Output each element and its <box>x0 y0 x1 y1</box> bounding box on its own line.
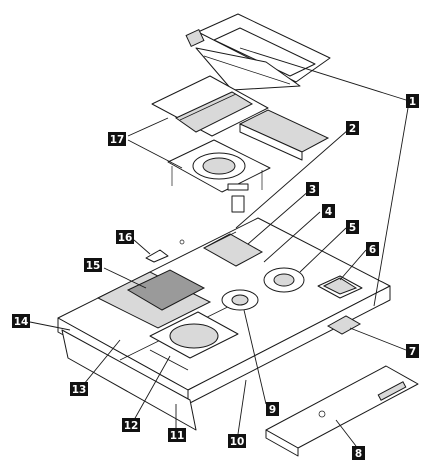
callout-7-label: 7 <box>409 346 416 358</box>
heat-plate-part <box>238 109 330 161</box>
callout-12-label: 12 <box>124 420 139 432</box>
callout-2: 2 <box>346 121 359 135</box>
heatsink-upper-part <box>151 75 269 137</box>
cpu-fan-part <box>221 289 259 311</box>
callout-17-label: 17 <box>110 134 125 146</box>
callout-13: 13 <box>70 382 88 396</box>
screw-part <box>145 239 185 263</box>
callout-3-label: 3 <box>309 184 316 196</box>
callout-1-label: 1 <box>409 96 416 108</box>
callout-16-label: 16 <box>118 232 133 244</box>
callout-3: 3 <box>306 182 319 196</box>
module-part <box>317 275 363 299</box>
callout-2-label: 2 <box>349 123 356 135</box>
callout-8: 8 <box>352 446 365 460</box>
hard-drive-part <box>149 311 239 371</box>
callout-6-label: 6 <box>369 244 376 256</box>
callout-9-label: 9 <box>269 404 276 416</box>
connector-part <box>326 315 362 335</box>
callout-5-label: 5 <box>349 222 356 234</box>
leader-lines <box>29 47 409 447</box>
callout-11-label: 11 <box>170 430 185 442</box>
callout-14: 14 <box>12 314 30 328</box>
callout-15: 15 <box>84 258 102 272</box>
callout-9: 9 <box>266 402 279 416</box>
board-part <box>96 269 212 329</box>
callout-5: 5 <box>346 220 359 234</box>
bezel-part <box>265 365 419 457</box>
callout-7: 7 <box>406 344 419 358</box>
fan-bracket-part <box>167 139 271 213</box>
callout-6: 6 <box>366 242 379 256</box>
callout-17: 17 <box>108 132 126 146</box>
system-fan-part <box>263 267 305 293</box>
callout-13-label: 13 <box>72 384 87 396</box>
callout-14-label: 14 <box>14 316 29 328</box>
callout-4: 4 <box>322 204 335 218</box>
callout-16: 16 <box>116 230 134 244</box>
callout-10-label: 10 <box>230 436 245 448</box>
callout-11: 11 <box>168 428 186 442</box>
callout-15-label: 15 <box>86 260 101 272</box>
callout-10: 10 <box>228 434 246 448</box>
callout-4-label: 4 <box>325 206 332 218</box>
stand-part <box>185 13 331 91</box>
heatsink-fins-part <box>202 231 264 267</box>
callout-12: 12 <box>122 418 140 432</box>
callout-1: 1 <box>406 94 419 108</box>
callout-8-label: 8 <box>355 448 362 460</box>
